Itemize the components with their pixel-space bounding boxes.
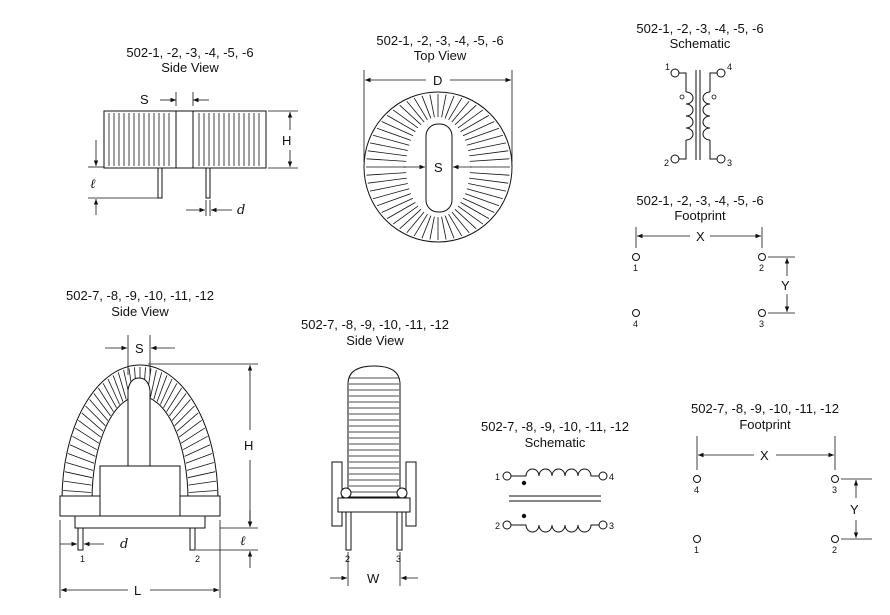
caption-foot-a-model: 502-1, -2, -3, -4, -5, -6 — [636, 193, 763, 208]
side-c-label-3: 3 — [396, 554, 401, 564]
schem-b-pin4: 4 — [609, 472, 614, 482]
coil-top — [511, 468, 599, 477]
dim-y-foot-a: Y — [781, 278, 790, 293]
schem-b-pin1: 1 — [495, 472, 500, 482]
dim-d-side-b: d — [120, 537, 128, 552]
caption-top-a-model: 502-1, -2, -3, -4, -5, -6 — [376, 33, 503, 48]
side-a-lead-right — [205, 167, 211, 199]
side-c-left-wall — [331, 461, 343, 527]
dim-w-side-c: W — [367, 571, 380, 586]
foot-a-pin4: 4 — [633, 319, 638, 329]
caption-foot-a-view: Footprint — [674, 208, 726, 223]
caption-side-b-model: 502-7, -8, -9, -10, -11, -12 — [66, 288, 214, 303]
footprint-a: X 1 2 4 3 Y — [632, 227, 795, 329]
caption-schem-b-view: Schematic — [525, 435, 586, 450]
side-c-base — [337, 497, 411, 513]
dim-l-length-side-b: L — [134, 583, 141, 598]
dim-s-top: S — [434, 160, 443, 175]
dim-s-side-a: S — [140, 92, 149, 107]
coil-left — [685, 91, 694, 141]
schematic-a: 1 4 2 3 — [664, 62, 732, 168]
caption-foot-b-model: 502-7, -8, -9, -10, -11, -12 — [691, 401, 839, 416]
dim-s-side-b: S — [135, 341, 144, 356]
dim-x-foot-a: X — [696, 229, 705, 244]
foot-b-pin2: 2 — [832, 545, 837, 555]
caption-side-a-model: 502-1, -2, -3, -4, -5, -6 — [126, 45, 253, 60]
top-view-a: D S — [363, 70, 513, 243]
dim-h-side-b: H — [244, 438, 253, 453]
side-c-coil — [347, 365, 401, 498]
caption-side-a-view: Side View — [161, 60, 219, 75]
side-b-toroid — [61, 364, 219, 501]
side-b-base-lower — [74, 515, 206, 529]
caption-foot-b-view: Footprint — [739, 417, 791, 432]
caption-side-c-view: Side View — [346, 333, 404, 348]
side-c-pin-left — [345, 511, 352, 551]
side-b-label-1: 1 — [80, 554, 85, 564]
side-b-pin2 — [189, 527, 196, 551]
side-b-pin1 — [77, 527, 84, 551]
caption-schem-b-model: 502-7, -8, -9, -10, -11, -12 — [481, 419, 629, 434]
footprint-b: X 4 3 1 2 Y — [693, 436, 872, 555]
side-a-body — [103, 110, 267, 169]
dim-l-side-b: ℓ — [240, 534, 246, 549]
foot-a-pin3: 3 — [759, 319, 764, 329]
schem-a-pin3: 3 — [727, 158, 732, 168]
side-c-winding — [349, 377, 399, 493]
side-c-label-2: 2 — [345, 554, 350, 564]
side-view-b: 1 2 S H ℓ d L — [59, 335, 258, 598]
side-view-a: S H ℓ d — [88, 92, 298, 218]
dim-d-side-a: d — [237, 203, 245, 218]
schematic-b: 1 4 2 3 — [495, 468, 614, 533]
side-c-bead-right — [396, 487, 408, 499]
schem-b-pin3: 3 — [609, 521, 614, 531]
coil-right — [702, 91, 711, 141]
side-view-c: 2 3 W — [330, 365, 418, 586]
side-b-label-2: 2 — [195, 554, 200, 564]
caption-side-c-model: 502-7, -8, -9, -10, -11, -12 — [301, 317, 449, 332]
dim-h-side-a: H — [282, 133, 291, 148]
foot-b-pin1: 1 — [694, 545, 699, 555]
dim-l-side-a: ℓ — [90, 177, 96, 192]
coil-bottom — [511, 524, 599, 533]
caption-schem-a-view: Schematic — [670, 36, 731, 51]
dim-d-top: D — [433, 73, 442, 88]
toroid-center-gap — [425, 123, 453, 213]
foot-b-pin3: 3 — [832, 485, 837, 495]
schem-b-pin2: 2 — [495, 521, 500, 531]
foot-a-pin1: 1 — [633, 263, 638, 273]
schem-a-pin1: 1 — [665, 62, 670, 72]
side-b-center-divider — [127, 377, 151, 471]
foot-a-pin2: 2 — [759, 263, 764, 273]
schem-a-pin2: 2 — [664, 158, 669, 168]
schem-a-pin4: 4 — [727, 62, 732, 72]
side-c-pin-right — [396, 511, 403, 551]
caption-schem-a-model: 502-1, -2, -3, -4, -5, -6 — [636, 21, 763, 36]
caption-top-a-view: Top View — [414, 48, 467, 63]
side-a-lead-left — [157, 167, 163, 199]
dim-x-foot-b: X — [760, 448, 769, 463]
side-c-right-wall — [405, 461, 417, 527]
dim-y-foot-b: Y — [850, 502, 859, 517]
foot-b-pin4: 4 — [694, 485, 699, 495]
toroid-winding — [366, 94, 510, 240]
side-a-winding — [108, 113, 260, 166]
caption-side-b-view: Side View — [111, 304, 169, 319]
side-c-bead-left — [340, 487, 352, 499]
